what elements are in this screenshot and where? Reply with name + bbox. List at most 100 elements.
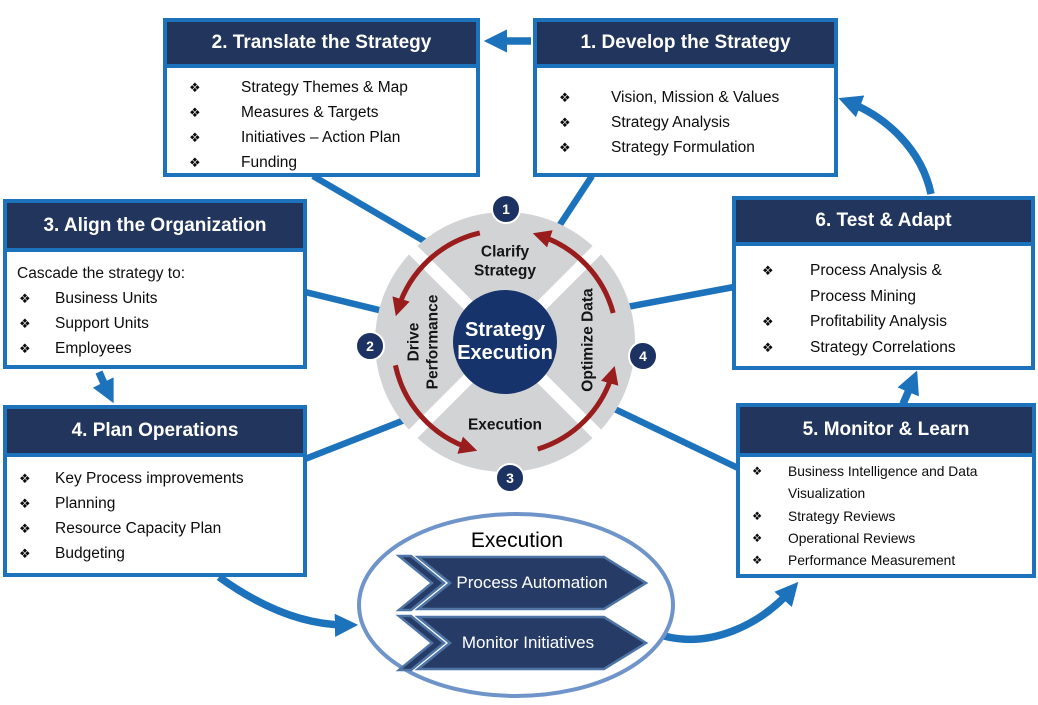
- bullet-icon: ❖: [19, 316, 31, 331]
- list-item-text: Strategy Analysis: [611, 114, 730, 131]
- badge-3-label: 3: [506, 470, 514, 486]
- bullet-icon: ❖: [19, 496, 31, 511]
- bullet-icon: ❖: [752, 466, 763, 478]
- list-item: ❖ Resource Capacity Plan: [7, 516, 303, 541]
- bullet-icon: ❖: [752, 555, 763, 568]
- list-item-text: Planning: [55, 495, 116, 512]
- flow-arrows: [92, 29, 935, 643]
- hub: 1 2 3 4: [355, 194, 658, 493]
- badge-2-label: 2: [366, 338, 374, 354]
- arrow-plan-to-execution: [216, 573, 359, 637]
- hub-cycle-arrows: [392, 230, 619, 454]
- list-item-text: Measures & Targets: [241, 104, 379, 121]
- list-item-text: Business Intelligence and Data Visualiza…: [788, 464, 978, 502]
- hub-center-label: Strategy Execution: [457, 319, 553, 364]
- list-item-text: Strategy Correlations: [810, 338, 956, 356]
- hub-center-circle: [453, 290, 557, 394]
- list-item: ❖Operational Reviews: [740, 528, 1032, 550]
- bullet-icon: ❖: [762, 263, 774, 278]
- list-item-text: Support Units: [55, 315, 149, 332]
- box-test-adapt: 6. Test & Adapt ❖Process Analysis & Proc…: [732, 196, 1035, 370]
- box-align-body: Cascade the strategy to: ❖Business Units…: [7, 252, 303, 361]
- list-item: ❖Business Units: [17, 286, 297, 311]
- bullet-icon: ❖: [189, 80, 201, 95]
- cycle-arrow-bottom-right: [536, 365, 619, 452]
- bullet-icon: ❖: [559, 115, 571, 130]
- banner-2-label: Monitor Initiatives: [461, 633, 595, 652]
- execution-banners: [395, 554, 649, 672]
- list-item-text: Strategy Formulation: [611, 139, 755, 156]
- list-item: ❖ Employees: [17, 336, 297, 361]
- box-develop-strategy: 1. Develop the Strategy ❖Vision, Mission…: [533, 18, 838, 177]
- arrow-test-to-develop: [838, 95, 935, 195]
- badge-1-label: 1: [502, 201, 510, 217]
- arrow-monitor-to-test: [897, 370, 919, 406]
- cycle-arrow-bottom-left: [392, 364, 478, 454]
- banner-1-chevron: [395, 554, 446, 612]
- box-monitor-list: ❖ Business Intelligence and Data Visualiz…: [740, 457, 1032, 572]
- list-item: ❖Initiatives – Action Plan: [167, 125, 476, 150]
- box-align-organization: 3. Align the Organization Cascade the st…: [3, 199, 307, 369]
- list-item: ❖ Performance Measurement: [740, 550, 1032, 572]
- badge-2-circle: [355, 331, 385, 361]
- hub-quadrant-top-label: Clarify Strategy: [473, 243, 537, 280]
- cycle-arrow-top-left: [392, 230, 481, 317]
- box-monitor-learn: 5. Monitor & Learn ❖ Business Intelligenc…: [736, 403, 1036, 578]
- bullet-icon: ❖: [189, 155, 201, 170]
- list-item-text: Strategy Reviews: [788, 508, 896, 524]
- box-translate-strategy: 2. Translate the Strategy ❖ Strategy Them…: [163, 18, 480, 177]
- box-monitor-header: 5. Monitor & Learn: [740, 407, 1032, 457]
- execution-title: Execution: [470, 529, 564, 552]
- list-item-text: Key Process improvements: [55, 470, 244, 487]
- arrow-align-to-plan: [92, 370, 114, 404]
- list-item: ❖ Strategy Analysis: [537, 110, 834, 135]
- list-item-text: Profitability Analysis: [810, 313, 947, 330]
- list-item-text: Resource Capacity Plan: [55, 520, 222, 537]
- list-item: ❖ Planning: [7, 491, 303, 516]
- bullet-icon: ❖: [19, 521, 31, 536]
- box-translate-list: ❖ Strategy Themes & Map ❖ Measures & Targe…: [167, 68, 476, 175]
- spoke-monitor: [598, 399, 740, 471]
- box-plan-header: 4. Plan Operations: [7, 409, 303, 457]
- cycle-arrow-top-right: [532, 230, 616, 314]
- list-item: ❖Vision, Mission & Values: [537, 85, 834, 110]
- box-develop-header: 1. Develop the Strategy: [537, 22, 834, 68]
- list-item: ❖ Strategy Correlations: [736, 335, 1031, 361]
- box-plan-operations: 4. Plan Operations ❖ Key Process improvem…: [3, 405, 307, 577]
- box-align-header: 3. Align the Organization: [7, 203, 303, 252]
- list-item-text: Employees: [55, 340, 132, 357]
- bullet-icon: ❖: [19, 341, 31, 356]
- bullet-icon: ❖: [189, 105, 201, 120]
- list-item: ❖Funding: [167, 150, 476, 175]
- list-item-text: Initiatives – Action Plan: [241, 129, 401, 146]
- list-item: ❖ Support Units: [17, 311, 297, 336]
- banner-1-body: [414, 555, 649, 611]
- list-item: ❖ Business Intelligence and Data Visualiz…: [740, 461, 1032, 506]
- badge-3-circle: [495, 463, 525, 493]
- list-item-text: Performance Measurement: [788, 553, 956, 569]
- list-item: ❖ Strategy Formulation: [537, 135, 834, 160]
- bullet-icon: ❖: [752, 532, 763, 545]
- hub-quadrant-bottom-label: Execution: [467, 416, 543, 434]
- list-item: ❖Profitability Analysis: [736, 309, 1031, 335]
- list-item: ❖Strategy Reviews: [740, 506, 1032, 528]
- badge-1-circle: [491, 194, 521, 224]
- list-item: ❖Budgeting: [7, 541, 303, 566]
- list-item-text: Strategy Themes & Map: [241, 79, 408, 96]
- badge-4-circle: [628, 341, 658, 371]
- box-align-lead: Cascade the strategy to:: [17, 265, 186, 282]
- bullet-icon: ❖: [559, 140, 571, 155]
- list-item: ❖ Measures & Targets: [167, 100, 476, 125]
- list-item: ❖Process Analysis & Process Mining: [736, 258, 1031, 309]
- bullet-icon: ❖: [762, 339, 774, 355]
- box-translate-header: 2. Translate the Strategy: [167, 22, 476, 68]
- box-test-list: ❖Process Analysis & Process Mining ❖Prof…: [736, 246, 1031, 360]
- list-item-text: Vision, Mission & Values: [611, 89, 780, 106]
- hub-quadrant-right-label: Optimize Data: [579, 288, 597, 392]
- hub-quadrant-left-label: Drive Performance: [405, 294, 442, 390]
- box-align-list: ❖Business Units ❖ Support Units ❖ Employee…: [17, 286, 297, 361]
- bullet-icon: ❖: [19, 471, 31, 486]
- list-item-text: Budgeting: [55, 545, 125, 562]
- list-item: ❖ Strategy Themes & Map: [167, 75, 476, 100]
